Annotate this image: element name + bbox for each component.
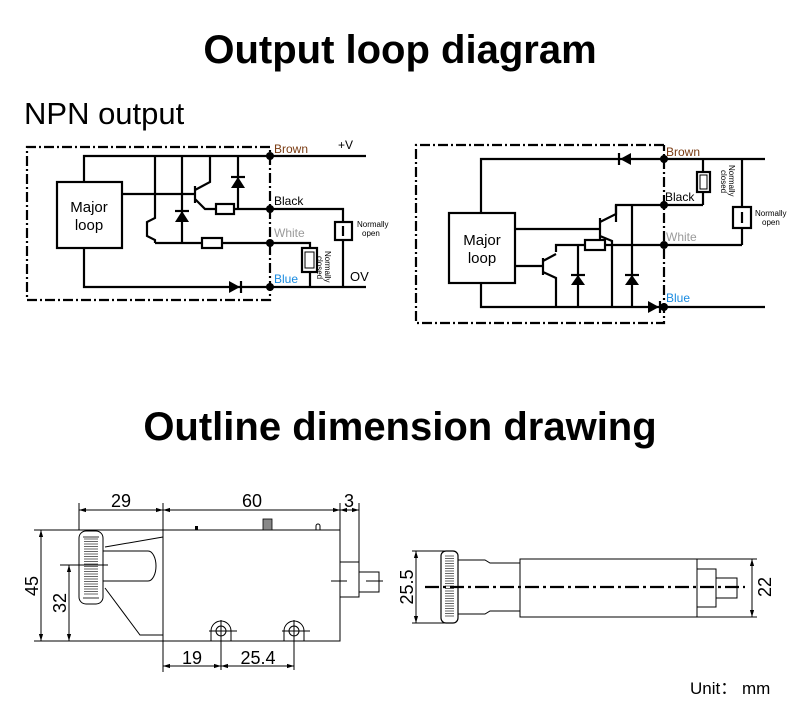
diode-icon <box>571 275 585 285</box>
dim-60: 60 <box>242 491 262 511</box>
brown-rail <box>479 157 765 213</box>
normally-open-load <box>333 220 354 242</box>
dim-29: 29 <box>111 491 131 511</box>
white-wire <box>554 243 742 252</box>
diode-icon <box>625 275 639 285</box>
blue-label: Blue <box>274 272 298 286</box>
front-wedge <box>104 536 164 636</box>
major-loop-label-2: loop <box>468 250 496 267</box>
dim-45: 45 <box>22 576 42 596</box>
normally-closed-load <box>695 170 712 194</box>
normally-closed-label-2: closed <box>315 256 324 279</box>
normally-open-label-1: Normally <box>357 220 389 229</box>
black-wire <box>614 203 703 222</box>
brown-label: Brown <box>274 142 308 156</box>
neck <box>458 559 520 615</box>
normally-closed-load <box>300 246 319 274</box>
supply-positive-label: +V <box>338 138 353 152</box>
normally-open-label-2: open <box>362 229 380 238</box>
white-label: White <box>274 226 305 240</box>
sensor-body <box>162 529 341 642</box>
outline-side-view: 29 60 3 45 32 19 25.4 <box>22 491 383 672</box>
npn-output-heading: NPN output <box>24 96 185 131</box>
supply-negative-label: OV <box>350 269 369 284</box>
blue-rail <box>479 283 765 309</box>
sensor-boundary <box>25 145 272 302</box>
resistor-icon <box>583 238 607 252</box>
major-loop-label-1: Major <box>463 232 501 249</box>
major-loop-label-2: loop <box>75 217 103 234</box>
outline-title: Outline dimension drawing <box>143 405 657 449</box>
connector <box>339 561 360 598</box>
sensor-boundary <box>414 143 666 325</box>
npn-circuit-right: Major loop Brown Black White Blue No <box>414 143 787 325</box>
dim-25-4: 25.4 <box>240 648 275 668</box>
normally-open-load <box>731 205 753 230</box>
transistor-icon <box>515 205 618 307</box>
normally-closed-label-1: Normally <box>727 165 736 197</box>
resistor-icon <box>214 202 236 216</box>
knurled-knob <box>78 530 104 605</box>
dim-19: 19 <box>182 648 202 668</box>
diode-icon <box>229 281 240 293</box>
brown-rail <box>82 154 366 182</box>
output-loop-title: Output loop diagram <box>203 28 597 72</box>
npn-circuit-left: Major loop Brown +V Black White Blue <box>25 138 389 302</box>
diode-icon <box>231 177 245 188</box>
major-loop-block <box>55 180 124 250</box>
transistor-icon <box>145 156 157 243</box>
resistor-icon <box>200 236 224 250</box>
diode-icon <box>648 301 659 313</box>
dim-25-5: 25.5 <box>397 569 417 604</box>
blue-label: Blue <box>666 291 690 305</box>
white-label: White <box>666 230 697 244</box>
black-label: Black <box>274 194 304 208</box>
dim-22: 22 <box>755 577 775 597</box>
adjust-knob <box>262 518 273 531</box>
white-wire <box>155 241 312 287</box>
black-label: Black <box>665 190 695 204</box>
transistor-icon <box>515 253 558 307</box>
normally-open-label-1: Normally <box>755 209 787 218</box>
lens <box>103 550 157 582</box>
normally-closed-label-1: Normally <box>323 251 332 283</box>
normally-closed-label-2: closed <box>719 170 728 193</box>
normally-open-label-2: open <box>762 218 780 227</box>
dim-3: 3 <box>344 491 354 511</box>
diode-icon <box>620 153 631 165</box>
outline-top-view: 25.5 22 Unit： mm <box>397 550 775 698</box>
dim-32: 32 <box>50 593 70 613</box>
major-loop-label-1: Major <box>70 199 108 216</box>
unit-label: Unit： mm <box>690 679 770 698</box>
brown-label: Brown <box>666 145 700 159</box>
transistor-icon <box>193 156 216 211</box>
diode-icon <box>175 211 189 222</box>
